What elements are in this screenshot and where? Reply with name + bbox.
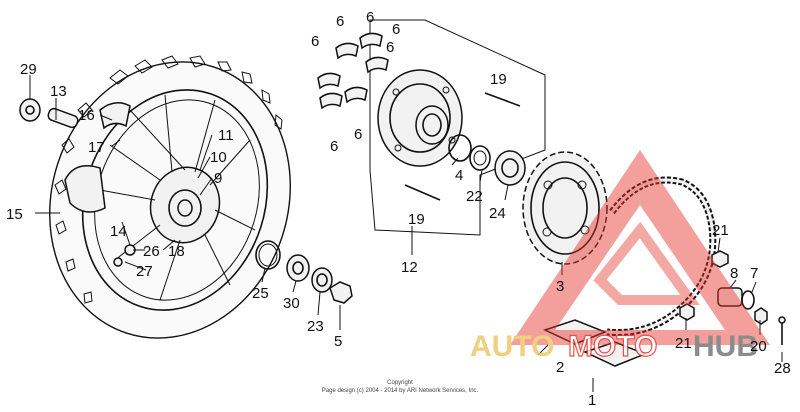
part-label-18: 18: [168, 243, 185, 260]
part-label-19b: 19: [408, 211, 425, 228]
part-label-6a: 6: [366, 9, 374, 26]
part-label-20: 20: [750, 338, 767, 355]
part-label-21b: 21: [675, 335, 692, 352]
part-label-24: 24: [489, 205, 506, 222]
part-label-22: 22: [466, 188, 483, 205]
part-label-6e: 6: [386, 39, 394, 56]
part-label-28: 28: [774, 360, 791, 377]
part-label-30: 30: [283, 295, 300, 312]
footer-page-design: Page design (c) 2004 - 2014 by ARI Netwo…: [322, 388, 479, 394]
part-label-6c: 6: [392, 21, 400, 38]
part-label-5: 5: [334, 333, 342, 350]
part-label-9: 9: [214, 170, 222, 187]
brake-panel-parts: [19, 98, 136, 267]
part-label-6b: 6: [336, 13, 344, 30]
part-label-23: 23: [307, 318, 324, 335]
hub-box-outline: [369, 19, 546, 236]
chain-slider-plates: [542, 319, 648, 367]
part-label-29: 29: [20, 61, 37, 78]
part-label-12: 12: [401, 259, 418, 276]
part-label-13: 13: [50, 83, 67, 100]
wheel-hub-spokes: [99, 94, 256, 301]
part-label-19a: 19: [490, 71, 507, 88]
rear-sprocket: [522, 151, 608, 265]
watermark-auto: AUTO: [470, 330, 554, 363]
part-label-21a: 21: [712, 222, 729, 239]
part-label-26: 26: [143, 243, 160, 260]
part-label-15: 15: [6, 206, 23, 223]
part-label-1: 1: [588, 392, 596, 409]
part-label-4: 4: [455, 167, 463, 184]
part-label-6d: 6: [311, 33, 319, 50]
drive-chain: [606, 176, 717, 337]
part-label-6g: 6: [354, 126, 362, 143]
part-label-2: 2: [556, 359, 564, 376]
part-labels: 29 13 16 17 15 11 10 9 14 26 18 27 25 30…: [6, 9, 791, 409]
part-label-27: 27: [136, 263, 153, 280]
part-label-6f: 6: [330, 138, 338, 155]
axle-bearing-set: [255, 240, 353, 304]
part-label-17: 17: [88, 139, 105, 156]
watermark-moto: MOTO: [568, 330, 657, 363]
footer-copyright: Copyright: [387, 380, 413, 386]
part-label-8: 8: [730, 265, 738, 282]
part-label-3: 3: [556, 278, 564, 295]
watermark: AUTO MOTO HUB: [470, 150, 770, 364]
watermark-hub: HUB: [693, 330, 758, 363]
final-driven-flange: [377, 69, 463, 167]
part-label-7: 7: [750, 265, 758, 282]
leader-lines: [29, 75, 783, 392]
part-label-16: 16: [78, 107, 95, 124]
footer: Copyright Page design (c) 2004 - 2014 by…: [322, 380, 479, 394]
damper-rubbers: [317, 32, 389, 110]
part-label-10: 10: [210, 149, 227, 166]
hub-bolts: [404, 92, 521, 201]
hub-bearings: [448, 134, 526, 186]
watermark-triangle-icon: [510, 150, 770, 345]
part-label-14: 14: [110, 223, 127, 240]
part-label-11: 11: [218, 127, 234, 144]
part-label-25: 25: [252, 285, 269, 302]
